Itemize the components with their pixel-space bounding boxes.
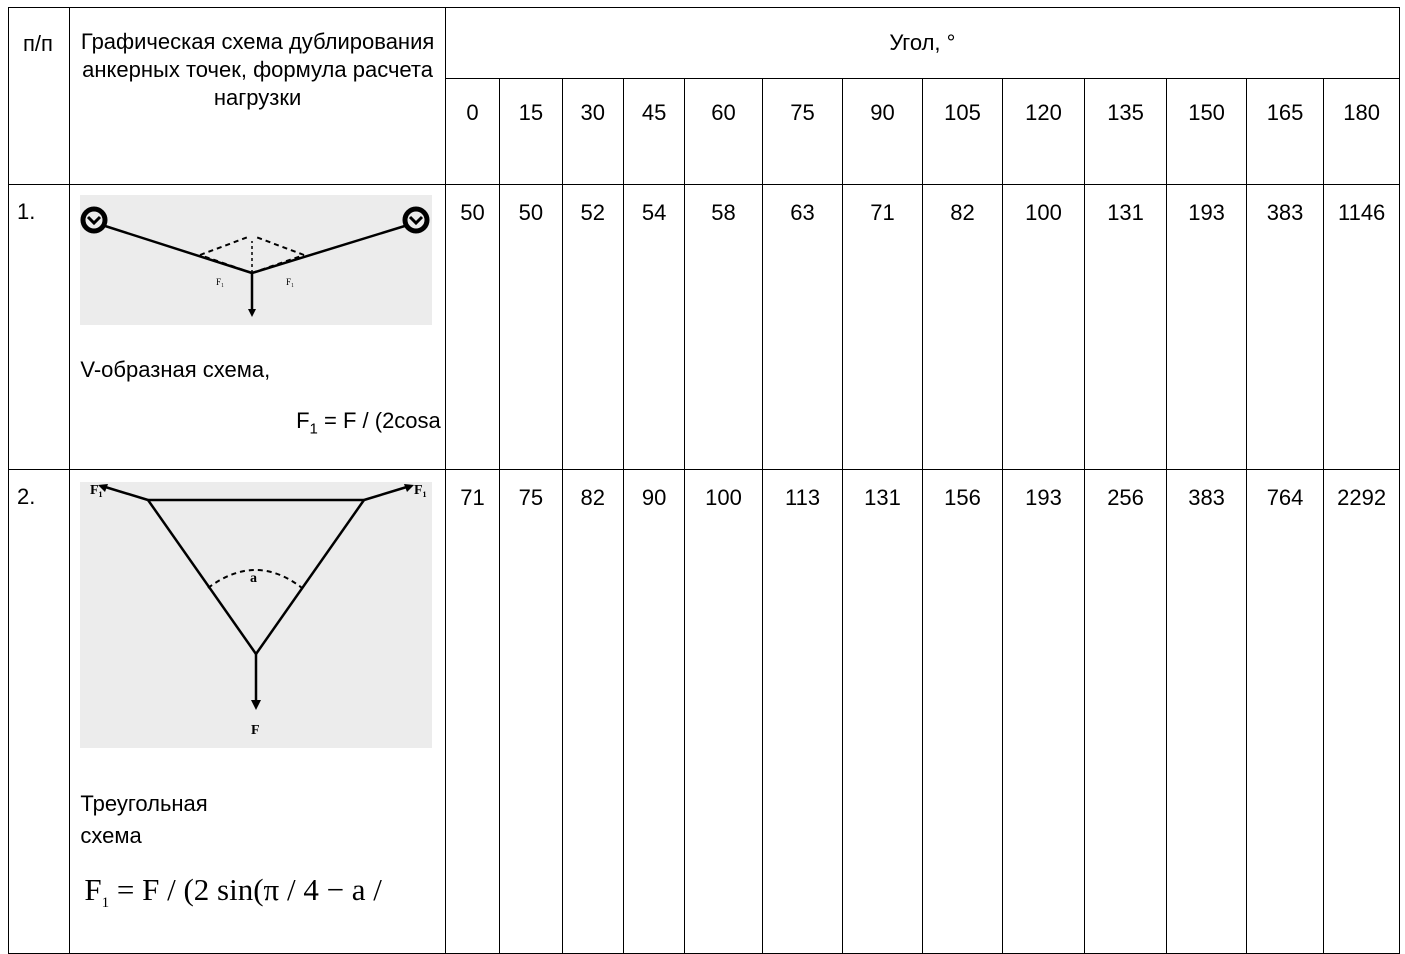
angle-cell: 45 (622, 78, 686, 185)
value-cell: 1146 (1323, 184, 1400, 470)
angle-cell: 105 (921, 78, 1004, 185)
row-caption: V-образная схема, (80, 357, 271, 382)
value-cell: 100 (1002, 184, 1085, 470)
value-cell: 764 (1245, 469, 1325, 954)
angle-row: 0 15 30 45 60 75 90 105 120 135 150 165 … (9, 78, 1400, 185)
value-cell: 52 (561, 184, 624, 470)
value-cell: 50 (499, 184, 563, 470)
value-cell: 50 (444, 184, 501, 470)
t-bottom-label: F (251, 723, 260, 738)
v-left-label: F₁ (216, 277, 224, 287)
v-scheme-diagram: F₁ F₁ (80, 195, 444, 332)
v-scheme-svg: F₁ F₁ (80, 195, 433, 325)
value-cell: 75 (499, 469, 563, 954)
value-cell: 256 (1083, 469, 1168, 954)
value-cell: 71 (444, 469, 501, 954)
value-cell: 58 (684, 184, 763, 470)
header-num: п/п (7, 7, 71, 185)
row-formula: F1 = F / (2 sin(π / 4 − a / (84, 872, 382, 912)
value-cell: 90 (622, 469, 686, 954)
header-angle: Угол, ° (444, 7, 1401, 79)
table-row: 2. (7, 469, 1400, 954)
header-row: п/п Графическая схема дублирования анкер… (7, 7, 1401, 185)
row-description: F₁ F₁ a F Треугольная схема F1 = F / (2 … (69, 469, 446, 954)
value-cell: 131 (842, 469, 923, 954)
value-cell: 82 (921, 184, 1004, 470)
row-caption-line-1: Треугольная (80, 791, 208, 816)
value-cell: 71 (842, 184, 923, 470)
t-right-label: F₁ (414, 483, 427, 498)
value-cell: 383 (1166, 469, 1247, 954)
v-right-label: F₁ (286, 277, 294, 287)
header-desc-label: Графическая схема дублирования анкерных … (80, 29, 435, 110)
angle-cell: 165 (1245, 78, 1325, 185)
angle-cell: 120 (1002, 78, 1085, 185)
header-angle-label: Угол, ° (889, 30, 956, 55)
angle-cell: 75 (761, 78, 844, 185)
table-row: 1. (7, 184, 1400, 470)
value-cell: 2292 (1323, 469, 1400, 954)
value-cell: 193 (1002, 469, 1085, 954)
row-formula: F1 = F / (2cosa (296, 408, 441, 438)
value-cell: 193 (1166, 184, 1247, 470)
angle-cell: 150 (1166, 78, 1247, 185)
angle-cell: 60 (684, 78, 763, 185)
angle-cell: 90 (842, 78, 923, 185)
header-desc: Графическая схема дублирования анкерных … (69, 7, 446, 185)
row-description: F₁ F₁ V-образная схема, F1 = F / (2cosa (69, 184, 446, 470)
t-left-label: F₁ (90, 483, 103, 498)
row-number: 1. (7, 184, 71, 470)
value-cell: 131 (1083, 184, 1168, 470)
angle-cell: 30 (561, 78, 624, 185)
value-cell: 82 (561, 469, 624, 954)
angle-cell: 0 (444, 78, 501, 185)
angle-cell: 180 (1323, 78, 1400, 185)
load-table: п/п Графическая схема дублирования анкер… (7, 7, 1401, 954)
value-cell: 100 (684, 469, 763, 954)
row-number: 2. (7, 469, 71, 954)
value-cell: 54 (622, 184, 686, 470)
triangle-scheme-svg: F₁ F₁ a F (80, 482, 433, 748)
row-caption-line-2: схема (80, 823, 142, 848)
angle-cell: 135 (1083, 78, 1168, 185)
angle-cell: 15 (499, 78, 563, 185)
value-cell: 63 (761, 184, 844, 470)
value-cell: 113 (761, 469, 844, 954)
row-caption: Треугольная схема (80, 788, 444, 852)
value-cell: 156 (921, 469, 1004, 954)
triangle-scheme-diagram: F₁ F₁ a F (80, 482, 444, 755)
t-angle-label: a (250, 571, 257, 586)
header-num-label: п/п (23, 31, 53, 56)
value-cell: 383 (1245, 184, 1325, 470)
